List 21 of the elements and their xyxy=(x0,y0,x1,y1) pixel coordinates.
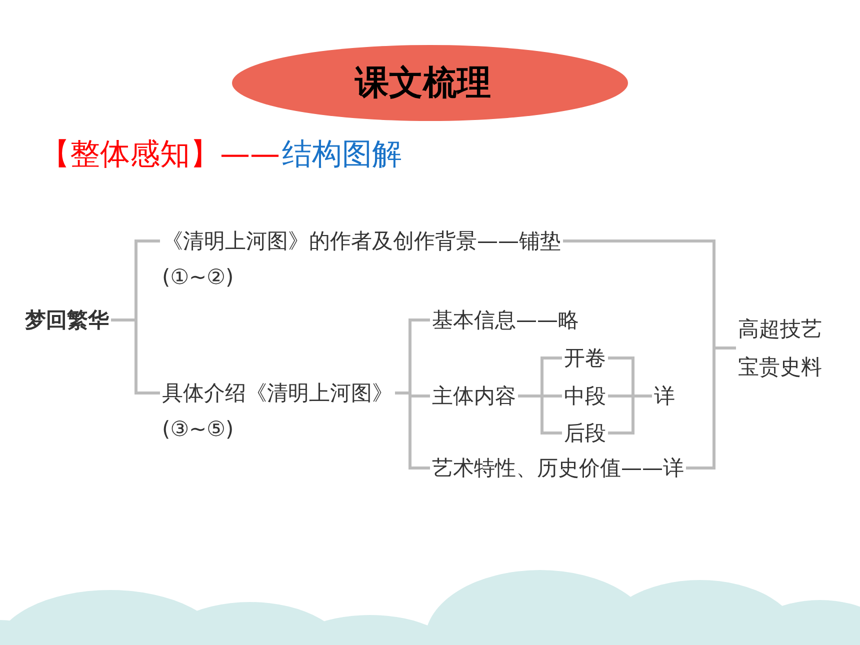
node-label: 《清明上河图》的作者及创作背景——铺垫 xyxy=(162,228,561,254)
node-label: 后段 xyxy=(564,420,606,446)
node-label: 基本信息——略 xyxy=(432,307,579,333)
connector-line xyxy=(518,394,562,434)
title: 课文梳理 xyxy=(355,62,491,104)
node-label: 开卷 xyxy=(564,345,606,371)
paragraph-range: (①~②) xyxy=(162,264,235,290)
section-subheading: 结构图解 xyxy=(282,136,402,174)
section-heading: 【整体感知】—— xyxy=(40,136,280,174)
node-label: 具体介绍《清明上河图》 xyxy=(162,380,393,406)
node-label: 详 xyxy=(654,383,675,409)
connector-line xyxy=(686,346,736,470)
node-label: 艺术特性、历史价值——详 xyxy=(432,455,684,481)
node-label: 梦回繁华 xyxy=(25,307,109,333)
node-label: 高超技艺 xyxy=(738,316,822,342)
paragraph-range: (③~⑤) xyxy=(162,416,235,442)
node-label: 主体内容 xyxy=(432,383,516,409)
paragraph-range: 宝贵史料 xyxy=(738,354,822,380)
node-label: 中段 xyxy=(564,383,606,409)
connector-line xyxy=(111,318,160,394)
connector-line xyxy=(608,394,652,434)
